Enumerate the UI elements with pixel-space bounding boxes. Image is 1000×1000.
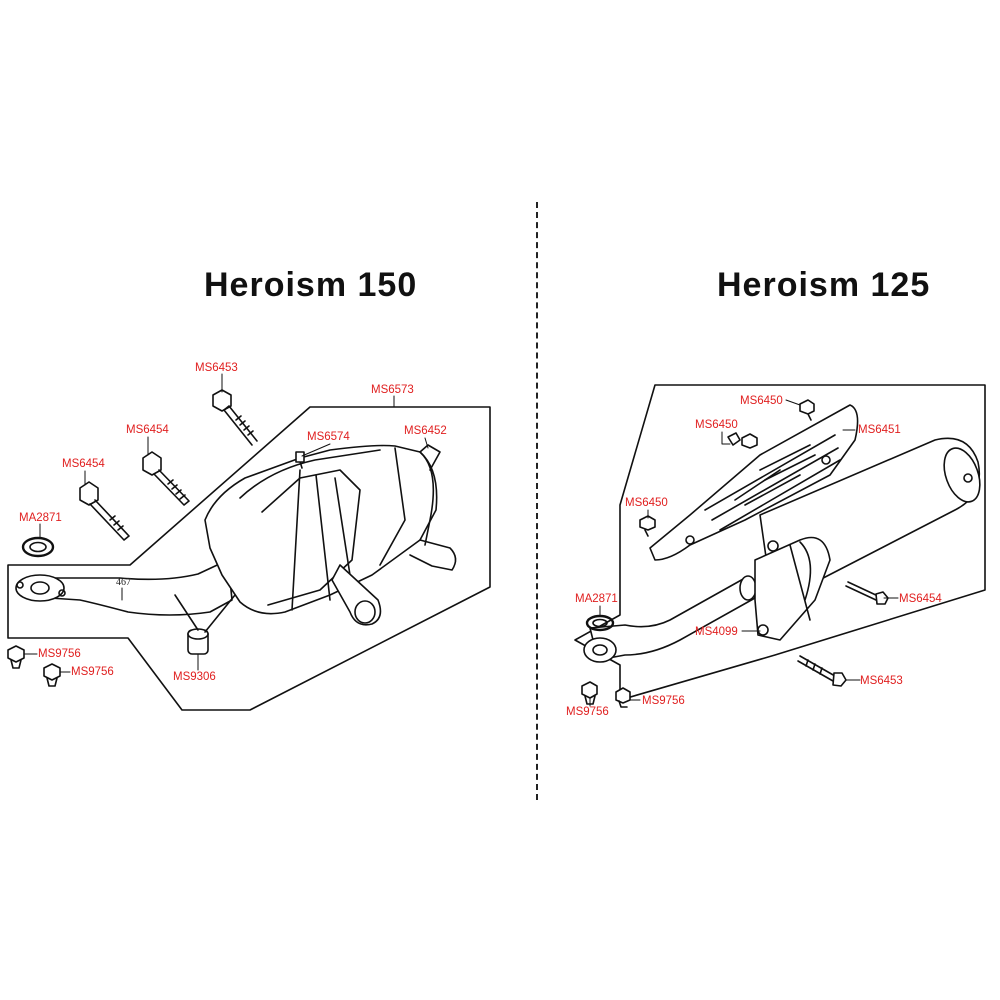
label-ms6453-left: MS6453 xyxy=(195,362,238,374)
left-assembly-outline xyxy=(7,406,491,711)
left-pipe-flange xyxy=(15,574,65,602)
left-bolt-ms6453 xyxy=(212,389,258,446)
right-assembly-outline xyxy=(574,384,986,701)
right-bolt-ms6450-a xyxy=(799,399,815,421)
label-ms4099: MS4099 xyxy=(695,626,738,638)
label-ms9756-left-b: MS9756 xyxy=(71,666,114,678)
label-ms6450-a: MS6450 xyxy=(740,395,783,407)
label-ms6454-left-b: MS6454 xyxy=(62,458,105,470)
left-title: Heroism 150 xyxy=(204,266,418,304)
label-ms9756-right-b: MS9756 xyxy=(642,695,685,707)
left-bolt-ms6454-b xyxy=(79,481,130,541)
label-ms6450-b: MS6450 xyxy=(695,419,738,431)
right-bolt-ms6454 xyxy=(845,581,889,605)
right-bolt-ms6450-b xyxy=(741,433,758,449)
label-ms6450-c: MS6450 xyxy=(625,497,668,509)
label-ma2871-right: MA2871 xyxy=(575,593,618,605)
label-ms9756-left-a: MS9756 xyxy=(38,648,81,660)
right-title: Heroism 125 xyxy=(717,266,931,304)
label-ms6454-left-a: MS6454 xyxy=(126,424,169,436)
left-exhaust-pipe xyxy=(29,559,233,616)
left-gasket-ma2871 xyxy=(21,536,55,558)
label-ms9306: MS9306 xyxy=(173,671,216,683)
right-bolt-ms6453 xyxy=(797,655,847,687)
label-ms9756-right-a: MS9756 xyxy=(566,706,609,718)
label-ms6453-right: MS6453 xyxy=(860,675,903,687)
left-bolt-ms6454-a xyxy=(142,451,190,506)
right-bolt-ms6450-c xyxy=(639,515,656,537)
left-nut-ms9756-a xyxy=(7,645,25,669)
label-ms6452: MS6452 xyxy=(404,425,447,437)
label-ms6574: MS6574 xyxy=(307,431,350,443)
drawing-number: 467 xyxy=(116,577,131,588)
section-divider xyxy=(536,202,538,800)
label-ms6454-right: MS6454 xyxy=(899,593,942,605)
label-ms6451: MS6451 xyxy=(858,424,901,436)
label-ma2871-left: MA2871 xyxy=(19,512,62,524)
label-ms6573: MS6573 xyxy=(371,384,414,396)
right-nut-ms9756-b xyxy=(615,687,631,708)
left-nut-ms9756-b xyxy=(43,663,61,687)
